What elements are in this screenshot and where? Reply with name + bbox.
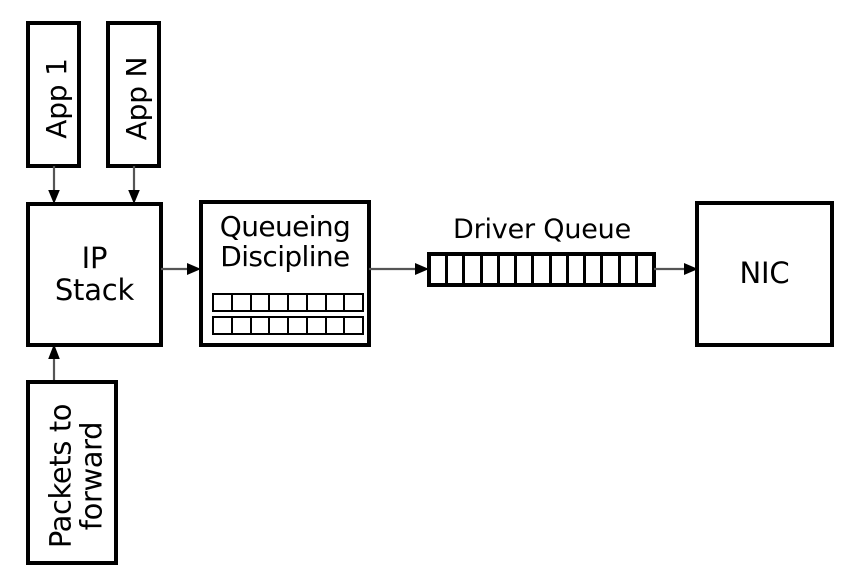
edge-qdisc-to-driver-queue [369,258,431,280]
node-queueing-discipline: Queueing Discipline [199,200,371,347]
edge-ip-stack-to-qdisc [161,258,203,280]
driver-queue-cell [431,256,449,283]
node-app-n-label: App N [120,56,154,141]
qdisc-queue-cell [307,318,327,333]
driver-queue-cell [448,256,466,283]
driver-queue-cell [620,256,638,283]
node-nic-label: NIC [739,256,790,291]
edge-packets-to-ip-stack [44,343,64,383]
driver-queue-cell [551,256,569,283]
qdisc-queue-cell [289,295,308,310]
edge-driver-queue-to-nic [654,258,700,280]
qdisc-queue-cell [232,295,252,310]
qdisc-queue-cell [232,318,252,333]
driver-queue-cell [637,256,653,283]
qdisc-queue-cell [251,295,271,310]
edge-app1-to-ip-stack [44,166,64,206]
qdisc-queue-cell [251,318,271,333]
node-nic: NIC [695,201,834,347]
qdisc-queue-cell [307,295,327,310]
qdisc-queue-cell [289,318,308,333]
node-packets-to-forward: Packets to forward [26,380,118,565]
node-app-1-label: App 1 [40,58,74,139]
driver-queue-cell [465,256,483,283]
node-ip-stack-label: IP Stack [54,241,135,307]
node-queueing-discipline-label: Queueing Discipline [219,210,351,273]
qdisc-queue-cell [270,318,289,333]
driver-queue-cell [534,256,552,283]
driver-queue-cell [603,256,621,283]
node-app-n: App N [106,21,161,168]
qdisc-queue-cell [214,295,233,310]
qdisc-queue-cell [345,295,364,310]
qdisc-queue-cell [326,318,346,333]
node-packets-to-forward-label: Packets to forward [43,403,109,549]
driver-queue-cell [517,256,535,283]
edge-appn-to-ip-stack [124,166,144,206]
qdisc-queue-cell [214,318,233,333]
node-driver-queue [427,252,656,287]
driver-queue-cell [482,256,500,283]
qdisc-queue-cell [345,318,364,333]
driver-queue-cell [568,256,587,283]
driver-queue-cell [499,256,518,283]
qdisc-queue-row [212,316,364,335]
node-app-1: App 1 [26,21,81,168]
qdisc-queue-grid [212,293,364,339]
node-ip-stack: IP Stack [26,202,163,347]
qdisc-queue-cell [326,295,346,310]
qdisc-queue-row [212,293,364,312]
driver-queue-label: Driver Queue [453,214,631,245]
driver-queue-cell [586,256,604,283]
qdisc-queue-cell [270,295,289,310]
